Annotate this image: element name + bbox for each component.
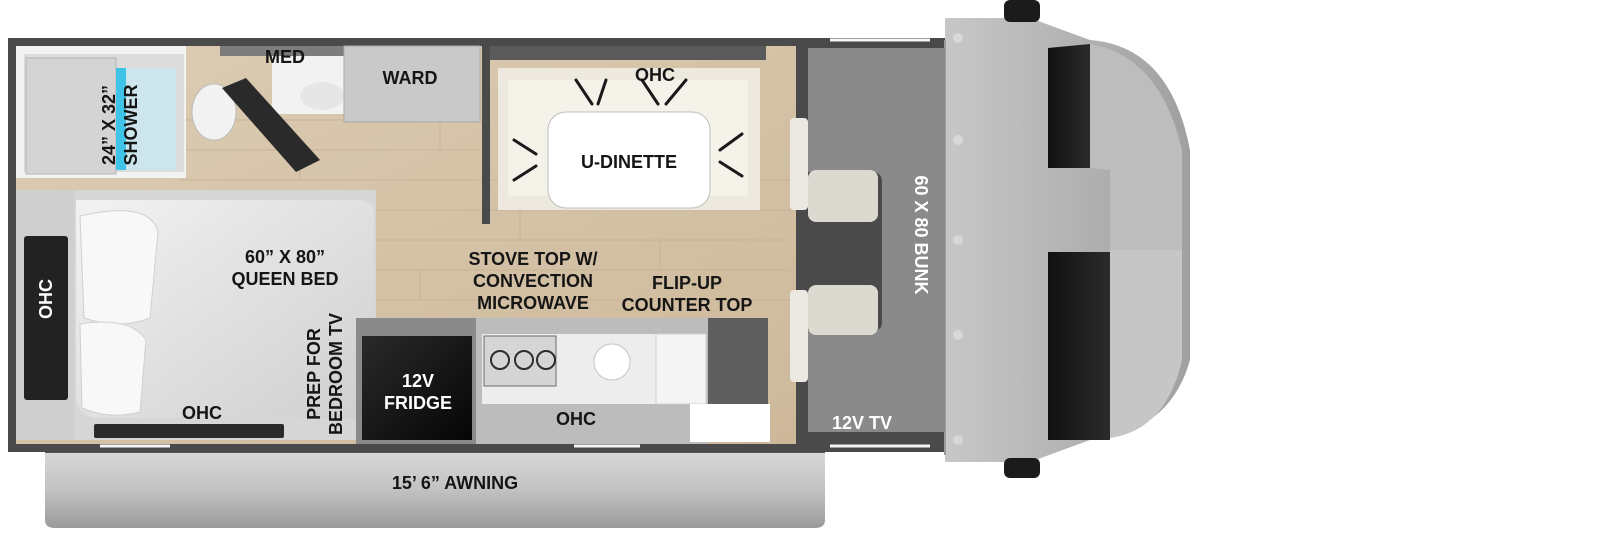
driver-seat [790, 118, 878, 222]
queen-bed-label: 60” X 80” QUEEN BED [210, 246, 360, 290]
tv-label: 12V TV [831, 413, 893, 433]
queen-bed-name: QUEEN BED [231, 269, 339, 289]
awning-label: 15’ 6” AWNING [391, 473, 519, 493]
stove-line-3: MICROWAVE [477, 293, 589, 313]
cab [808, 0, 1190, 478]
passenger-seat [790, 285, 878, 382]
bedroom [16, 190, 376, 440]
u-dinette [490, 46, 766, 210]
flip-up-counter-label: FLIP-UP COUNTER TOP [612, 272, 762, 316]
u-dinette-label: U-DINETTE [581, 152, 677, 172]
stove-line-2: CONVECTION [472, 271, 593, 291]
fridge [356, 318, 476, 444]
shower-name: SHOWER [121, 84, 141, 166]
prep-tv-line-1: PREP FOR [304, 328, 324, 420]
bathroom [16, 46, 344, 178]
stove-label: STOVE TOP W/ CONVECTION MICROWAVE [458, 248, 608, 314]
kitchen-ohc-label: OHC [556, 409, 596, 429]
prep-tv-line-2: BEDROOM TV [326, 312, 346, 435]
flip-up-line-1: FLIP-UP [652, 273, 722, 293]
ward-label: WARD [382, 68, 438, 88]
stove-line-1: STOVE TOP W/ [468, 249, 598, 269]
bed-ohc-label: OHC [182, 403, 222, 423]
shower-accent [116, 68, 126, 170]
med-label: MED [265, 47, 305, 67]
queen-bed-size: 60” X 80” [244, 247, 326, 267]
side-ohc-label: OHC [36, 279, 56, 319]
flip-up-line-2: COUNTER TOP [621, 295, 753, 315]
dinette-ohc-label: OHC [635, 65, 675, 85]
kitchen-counter [476, 318, 770, 444]
shower-label: 24” X 32” SHOWER [98, 70, 142, 180]
shower-size: 24” X 32” [99, 84, 119, 166]
wardrobe [343, 45, 481, 123]
fridge-line-1: 12V [401, 371, 435, 391]
fridge-line-2: FRIDGE [383, 393, 452, 413]
bunk-label: 60 X 80 BUNK [911, 175, 931, 295]
prep-tv-label: PREP FOR BEDROOM TV [303, 313, 347, 435]
fridge-label: 12V FRIDGE [370, 370, 466, 414]
